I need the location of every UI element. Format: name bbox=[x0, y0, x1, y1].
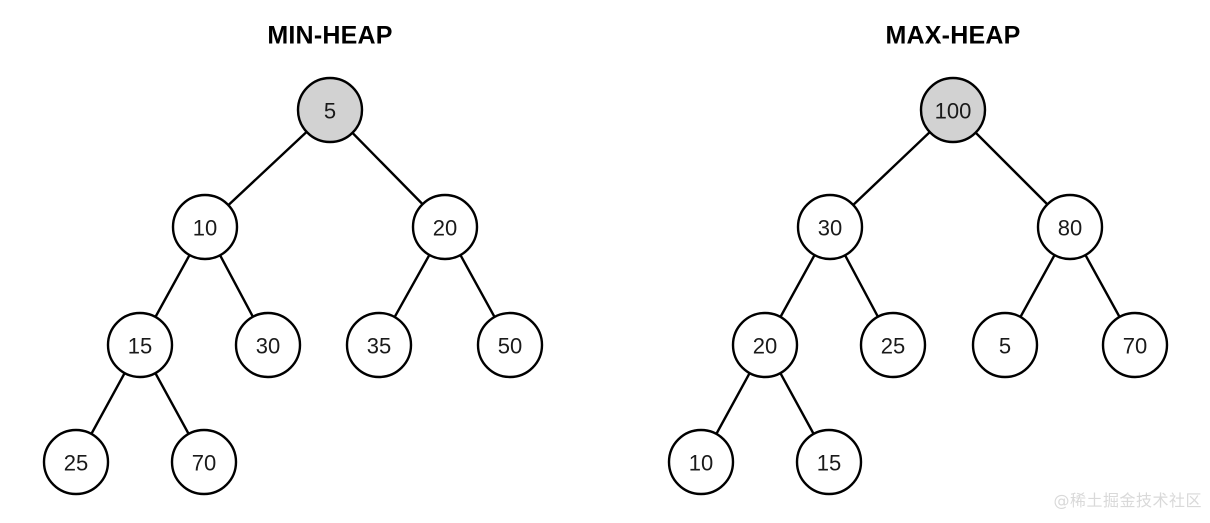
node-group: 5 10 20 15 30 35 50 25 70 bbox=[42, 76, 544, 496]
node-circle[interactable] bbox=[234, 311, 302, 379]
node-circle[interactable] bbox=[171, 193, 239, 261]
tree-node[interactable]: 70 bbox=[1101, 311, 1169, 379]
tree-node[interactable]: 5 bbox=[971, 311, 1039, 379]
edge-group bbox=[74, 108, 512, 464]
node-circle[interactable] bbox=[971, 311, 1039, 379]
node-circle[interactable] bbox=[411, 193, 479, 261]
node-circle[interactable] bbox=[731, 311, 799, 379]
tree-node[interactable]: 25 bbox=[859, 311, 927, 379]
tree-node[interactable]: 35 bbox=[345, 311, 413, 379]
node-label: 10 bbox=[193, 216, 217, 241]
node-circle[interactable] bbox=[796, 193, 864, 261]
heap-title-min-heap: MIN-HEAP bbox=[267, 22, 392, 50]
node-label: 25 bbox=[64, 451, 88, 476]
node-label: 80 bbox=[1058, 216, 1082, 241]
node-label: 15 bbox=[128, 334, 152, 359]
heap-tree-max-heap: 100 30 80 20 25 5 70 10 15 MAX-HEAP bbox=[667, 22, 1169, 496]
node-label: 5 bbox=[999, 334, 1011, 359]
node-label: 35 bbox=[367, 334, 391, 359]
node-circle[interactable] bbox=[1036, 193, 1104, 261]
tree-node[interactable]: 50 bbox=[476, 311, 544, 379]
node-circle[interactable] bbox=[1101, 311, 1169, 379]
node-label: 5 bbox=[324, 99, 336, 124]
node-label: 30 bbox=[256, 334, 280, 359]
node-circle-root[interactable] bbox=[919, 76, 987, 144]
watermark: @稀土掘金技术社区 bbox=[1053, 491, 1202, 510]
tree-node[interactable]: 70 bbox=[170, 428, 238, 496]
tree-node[interactable]: 25 bbox=[42, 428, 110, 496]
tree-node[interactable]: 5 bbox=[296, 76, 364, 144]
node-circle[interactable] bbox=[170, 428, 238, 496]
tree-node[interactable]: 100 bbox=[919, 76, 987, 144]
node-label: 70 bbox=[1123, 334, 1147, 359]
node-label: 20 bbox=[753, 334, 777, 359]
heap-tree-min-heap: 5 10 20 15 30 35 50 25 70 MIN-HEAP bbox=[42, 22, 544, 496]
tree-node[interactable]: 10 bbox=[171, 193, 239, 261]
tree-node[interactable]: 30 bbox=[234, 311, 302, 379]
tree-node[interactable]: 10 bbox=[667, 428, 735, 496]
tree-node[interactable]: 80 bbox=[1036, 193, 1104, 261]
node-label: 100 bbox=[935, 99, 972, 124]
node-label: 25 bbox=[881, 334, 905, 359]
tree-node[interactable]: 15 bbox=[106, 311, 174, 379]
node-circle[interactable] bbox=[42, 428, 110, 496]
node-label: 30 bbox=[818, 216, 842, 241]
node-circle[interactable] bbox=[795, 428, 863, 496]
node-label: 50 bbox=[498, 334, 522, 359]
tree-node[interactable]: 20 bbox=[731, 311, 799, 379]
edge-group bbox=[699, 108, 1137, 464]
tree-node[interactable]: 30 bbox=[796, 193, 864, 261]
node-circle[interactable] bbox=[859, 311, 927, 379]
node-label: 15 bbox=[817, 451, 841, 476]
node-circle[interactable] bbox=[106, 311, 174, 379]
node-circle[interactable] bbox=[667, 428, 735, 496]
node-label: 20 bbox=[433, 216, 457, 241]
node-label: 70 bbox=[192, 451, 216, 476]
node-circle[interactable] bbox=[476, 311, 544, 379]
heap-title-max-heap: MAX-HEAP bbox=[886, 22, 1021, 50]
node-circle-root[interactable] bbox=[296, 76, 364, 144]
node-label: 10 bbox=[689, 451, 713, 476]
tree-node[interactable]: 15 bbox=[795, 428, 863, 496]
tree-node[interactable]: 20 bbox=[411, 193, 479, 261]
node-group: 100 30 80 20 25 5 70 10 15 bbox=[667, 76, 1169, 496]
node-circle[interactable] bbox=[345, 311, 413, 379]
